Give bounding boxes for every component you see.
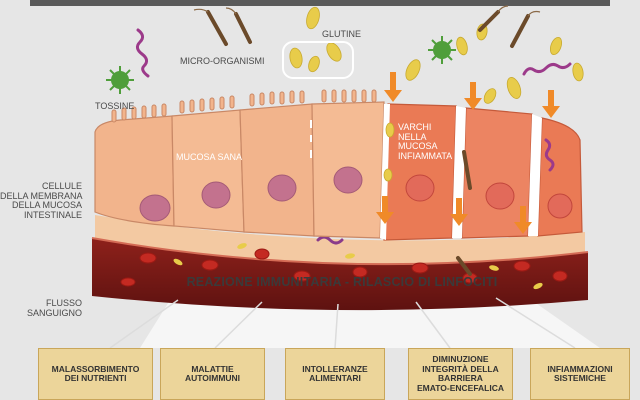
red-blood-cell — [254, 248, 270, 260]
red-blood-cells — [120, 248, 568, 287]
red-blood-cell — [293, 270, 311, 282]
label-healthy-mucosa: MUCOSA SANA — [176, 152, 243, 162]
label-inflamed-gaps: VARCHI NELLA MUCOSA INFIAMMATA — [398, 122, 453, 161]
top-bar — [30, 0, 610, 6]
label-toxins: TOSSINE — [95, 101, 135, 111]
virus-icon — [106, 66, 134, 94]
label-cells: CELLULE DELLA MEMBRANA DELLA MUCOSA INTE… — [0, 181, 83, 220]
microbe-in-blood — [456, 256, 472, 276]
inflamed-nuclei — [405, 174, 573, 219]
cell-nucleus — [139, 194, 171, 222]
arrow-down — [542, 90, 560, 118]
toxins — [106, 36, 456, 94]
gluten-in-blood — [173, 243, 543, 290]
arrow-down — [384, 72, 402, 102]
mucosa-gaps — [380, 104, 542, 240]
cell-nucleus — [333, 166, 363, 194]
micro-organisms — [206, 10, 530, 190]
red-blood-cell — [352, 266, 368, 278]
red-blood-cell — [120, 277, 136, 287]
red-blood-cell — [139, 252, 157, 264]
arrow-down — [514, 206, 532, 234]
virus-icon — [428, 36, 456, 64]
gluten-highlight — [282, 41, 354, 79]
arrow-down — [376, 196, 394, 224]
cell-nucleus — [201, 181, 231, 209]
red-blood-cell — [552, 270, 568, 282]
label-gluten: GLUTINE — [322, 29, 362, 39]
micro-organism-tails — [193, 5, 541, 17]
red-blood-cell — [411, 262, 429, 274]
cell-nucleus — [485, 182, 515, 210]
label-blood-flow: FLUSSO SANGUIGNO — [26, 298, 82, 318]
label-micro-organisms: MICRO-ORGANISMI — [180, 56, 265, 66]
orange-arrows — [376, 72, 560, 234]
connector-lines — [109, 297, 576, 349]
nuclei — [139, 166, 363, 222]
cell-nucleus — [547, 193, 573, 219]
red-blood-cell — [201, 259, 219, 271]
red-blood-cell — [513, 260, 531, 272]
microbe-in-blood — [316, 235, 344, 245]
arrow-down — [464, 82, 482, 110]
epithelial-cell — [171, 109, 245, 233]
arrow-down — [450, 198, 468, 226]
cell-nucleus — [405, 174, 435, 202]
cell-nucleus — [267, 174, 297, 202]
epithelial-cell — [239, 103, 315, 237]
headline-immune-reaction: REAZIONE IMMUNITARIA - RILASCIO DI LINFO… — [186, 275, 498, 289]
microvilli — [111, 89, 377, 123]
spiral-bacteria — [135, 28, 572, 172]
